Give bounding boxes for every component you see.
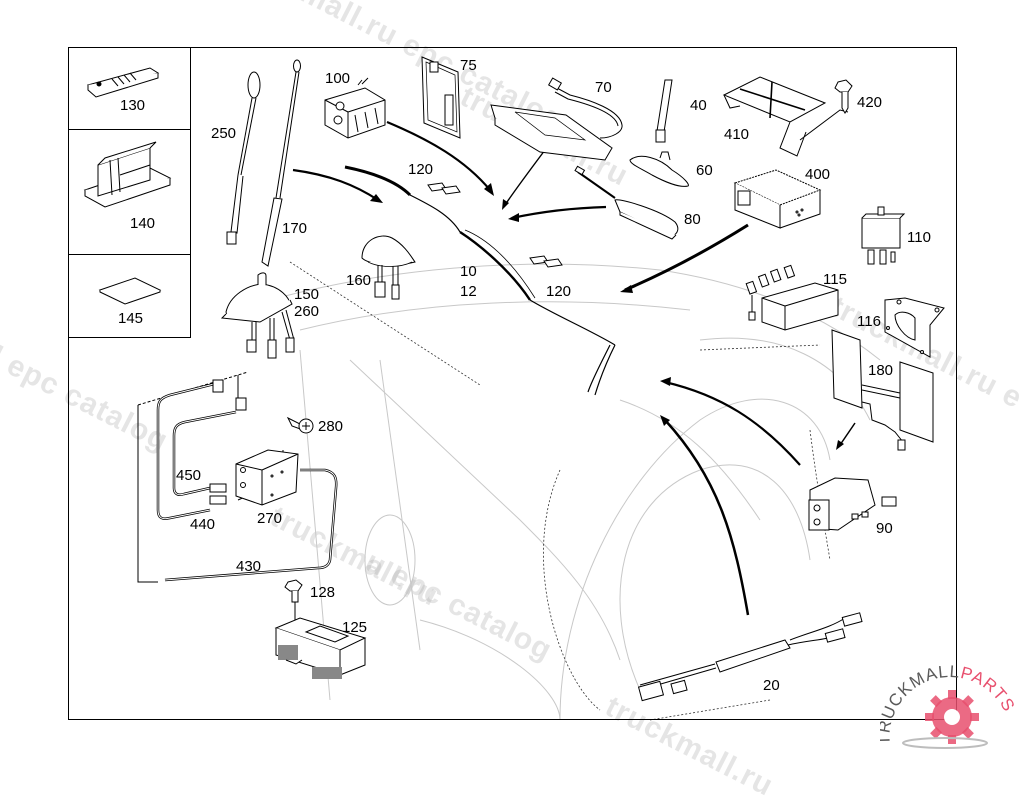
part-110-relay <box>861 206 906 265</box>
gear-icon <box>925 690 979 744</box>
arrow <box>624 223 749 292</box>
car-body-dashed <box>289 261 831 721</box>
callout-145: 145 <box>118 310 144 327</box>
callout-10: 10 <box>460 263 477 280</box>
callout-100: 100 <box>325 70 351 87</box>
part-90-switch <box>808 477 897 531</box>
callout-270: 270 <box>257 510 283 527</box>
callout-70: 70 <box>595 79 612 96</box>
callout-110: 110 <box>907 229 931 246</box>
callout-115: 115 <box>823 271 847 288</box>
part-170-antenna-rod <box>261 59 301 267</box>
callout-120: 120 <box>408 161 434 178</box>
part-75-panel <box>421 56 461 139</box>
part-10-12-cable <box>344 165 616 396</box>
part-400-control-unit <box>733 169 822 229</box>
part-250-antenna-rod <box>226 71 261 245</box>
part-150-antenna-base <box>220 272 295 359</box>
arrow <box>664 380 801 466</box>
callout-125: 125 <box>342 619 368 636</box>
diagram-canvas <box>83 56 945 721</box>
callout-160: 160 <box>346 272 372 289</box>
callout-140: 140 <box>130 215 156 232</box>
assembly-arrows <box>292 120 856 616</box>
part-115-box <box>745 264 839 331</box>
arrow-heads <box>370 183 844 450</box>
callout-128: 128 <box>310 584 336 601</box>
callout-430: 430 <box>236 558 262 575</box>
callout-90: 90 <box>876 520 893 537</box>
callout-440: 440 <box>190 516 216 533</box>
arrow <box>839 422 856 446</box>
callout-400: 400 <box>805 166 831 183</box>
arrow <box>386 120 491 191</box>
callout-116: 116 <box>857 313 881 330</box>
truckmallparts-logo: TRUCKMALLPARTS <box>874 655 1020 750</box>
part-410-bracket <box>722 76 849 157</box>
arrow <box>292 168 379 201</box>
inset-box-140 <box>68 129 191 255</box>
arrow <box>664 419 750 616</box>
callout-180: 180 <box>868 362 894 379</box>
part-116-bracket <box>884 297 945 358</box>
part-80-module <box>574 165 679 240</box>
callout-150: 150 <box>294 286 320 303</box>
part-270-distributor <box>209 379 299 506</box>
part-70-box <box>490 77 623 161</box>
part-125-module <box>274 617 367 679</box>
part-40-stub-antenna <box>655 79 673 143</box>
callout-120: 120 <box>546 283 572 300</box>
callout-80: 80 <box>684 211 701 228</box>
part-60-base <box>629 151 689 187</box>
inset-box-130 <box>68 47 191 130</box>
part-420-screw <box>834 79 853 114</box>
callout-40: 40 <box>690 97 707 114</box>
callout-250: 250 <box>211 125 237 142</box>
part-100-bracket <box>324 77 386 139</box>
part-20-harness <box>637 612 863 702</box>
callout-20: 20 <box>763 677 780 694</box>
callout-450: 450 <box>176 467 202 484</box>
arrow <box>504 149 546 206</box>
part-120-clip <box>529 255 563 268</box>
callout-410: 410 <box>724 126 750 143</box>
diagram-frame <box>68 47 957 720</box>
callout-170: 170 <box>282 220 308 237</box>
callout-280: 280 <box>318 418 344 435</box>
part-180-plates <box>831 329 934 451</box>
callout-130: 130 <box>120 97 146 114</box>
part-160-shark-fin <box>361 235 416 300</box>
part-280-screw <box>286 416 314 434</box>
callout-12: 12 <box>460 283 477 300</box>
callout-75: 75 <box>460 57 477 74</box>
part-120-clip <box>427 182 461 195</box>
arrow <box>511 205 607 220</box>
callout-60: 60 <box>696 162 713 179</box>
callout-260: 260 <box>294 303 320 320</box>
part-128-screw <box>284 579 303 660</box>
callout-420: 420 <box>857 94 883 111</box>
part-270-block <box>137 371 338 583</box>
